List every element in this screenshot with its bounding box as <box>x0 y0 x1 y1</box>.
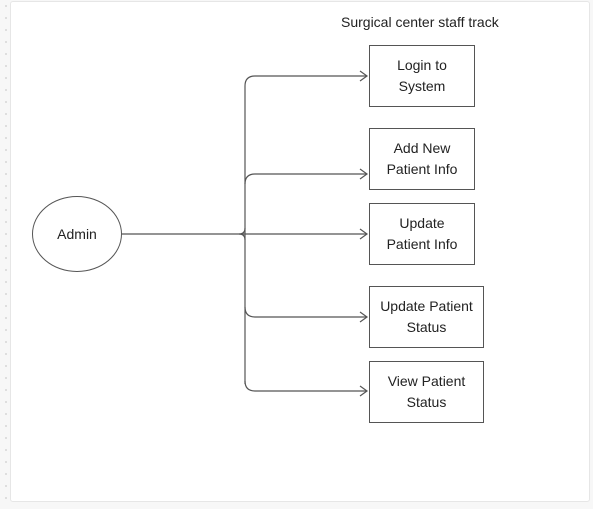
action-label-line1: Update <box>399 215 445 231</box>
action-login-box[interactable]: Login to System <box>369 45 475 107</box>
action-label-line2: Status <box>406 394 447 410</box>
arrowhead-update-info <box>359 228 369 240</box>
action-update-status-box[interactable]: Update Patient Status <box>369 286 484 348</box>
action-label-line2: System <box>398 78 446 94</box>
diagram-title: Surgical center staff track <box>341 14 499 30</box>
connector-update-status <box>244 306 367 318</box>
spine-junction <box>238 227 246 241</box>
actor-admin-ellipse[interactable]: Admin <box>32 196 122 272</box>
action-view-status-box[interactable]: View Patient Status <box>369 361 484 423</box>
action-label-line2: Patient Info <box>386 161 458 177</box>
connector-view-status <box>244 380 367 392</box>
action-add-patient-box[interactable]: Add New Patient Info <box>369 128 475 190</box>
arrowhead-update-status <box>359 311 369 323</box>
action-label-line2: Status <box>406 319 447 335</box>
action-label-line1: Login to <box>397 57 447 73</box>
connector-lines <box>122 70 369 397</box>
action-label-line1: Update Patient <box>380 298 473 314</box>
arrowhead-view-status <box>359 385 369 397</box>
arrowhead-add-patient <box>359 168 369 180</box>
action-label-line2: Patient Info <box>386 236 458 252</box>
diagram-canvas: Surgical center staff track Admin Login … <box>10 1 590 502</box>
action-update-info-box[interactable]: Update Patient Info <box>369 203 475 265</box>
connector-add-patient <box>244 173 367 185</box>
connector-login <box>244 75 367 87</box>
action-label-line1: Add New <box>393 140 451 156</box>
action-label-line1: View Patient <box>387 373 466 389</box>
arrowhead-login <box>359 70 369 82</box>
actor-label: Admin <box>57 226 97 242</box>
